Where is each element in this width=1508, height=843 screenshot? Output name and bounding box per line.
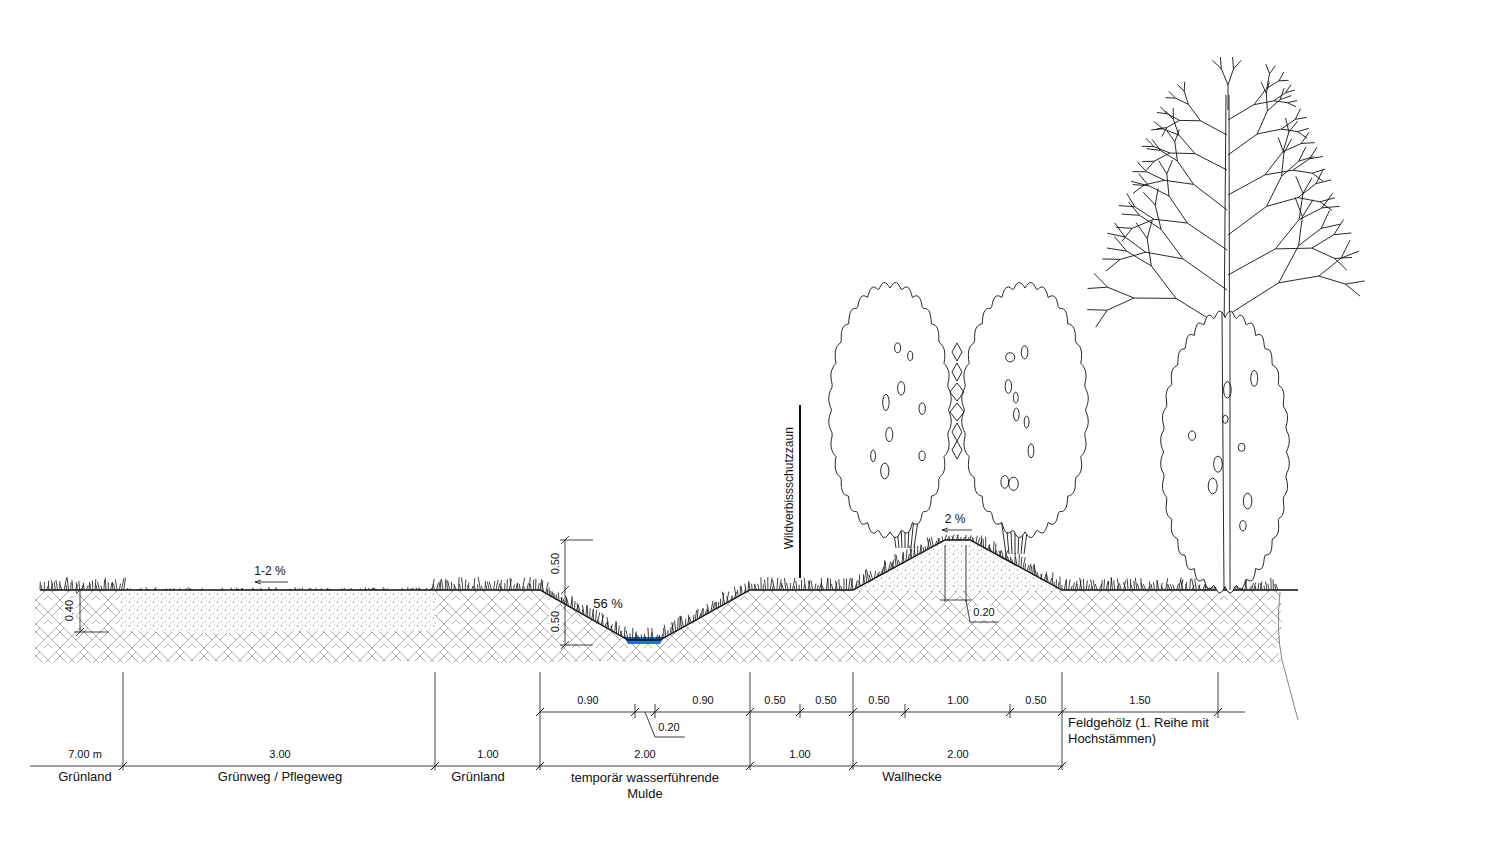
leaf-spot bbox=[919, 451, 925, 461]
dimension-label: 0.90 bbox=[577, 694, 598, 707]
dimension-lines bbox=[30, 672, 1245, 770]
dimension-label: 1.00 bbox=[947, 694, 968, 707]
grass bbox=[40, 534, 1278, 640]
shrub-crown bbox=[829, 283, 951, 538]
dimension-label: 1.00 bbox=[789, 748, 810, 761]
zone-label: temporär wasserführende Mulde bbox=[553, 770, 738, 801]
dimension-label: 2.00 bbox=[947, 748, 968, 761]
leaf-spot bbox=[908, 351, 913, 360]
shrub-crown bbox=[962, 283, 1088, 538]
shrub-crown bbox=[1161, 311, 1290, 593]
leaf-spot bbox=[1240, 521, 1246, 531]
break-line bbox=[1278, 592, 1298, 720]
dimension-label: 0.50 bbox=[764, 694, 785, 707]
leaf-spot bbox=[1014, 408, 1020, 421]
dimension-label: 2.00 bbox=[634, 748, 655, 761]
leaf-spot bbox=[1005, 380, 1011, 394]
leaf-spot bbox=[886, 427, 893, 441]
dimension-ticks bbox=[119, 708, 1222, 770]
grass-strokes bbox=[40, 534, 1278, 640]
zone-label: Feldgehölz (1. Reihe mit Hochstämmen) bbox=[1068, 715, 1248, 746]
leaf-spot bbox=[1006, 353, 1015, 362]
dimension-label: 0.50 bbox=[815, 694, 836, 707]
leaf-spot bbox=[1214, 456, 1223, 472]
leaf-spot bbox=[1021, 346, 1028, 359]
soil-hatch bbox=[35, 540, 1282, 663]
dimension-label: 3.00 bbox=[269, 748, 290, 761]
leaf-spot bbox=[895, 343, 901, 353]
slope-label: 1-2 % bbox=[254, 564, 285, 578]
ground-line bbox=[40, 540, 1298, 640]
zone-label: Wallhecke bbox=[882, 769, 941, 785]
leaf-spot bbox=[1251, 370, 1258, 386]
dimension-label: 0.50 bbox=[549, 609, 562, 634]
dimension-label: 0.50 bbox=[868, 694, 889, 707]
leaf-spot bbox=[883, 394, 889, 410]
dimension-label: 0.90 bbox=[692, 694, 713, 707]
zone-label: Grünland bbox=[451, 769, 504, 785]
hedge-ornament bbox=[950, 343, 964, 459]
dimension-label: 0.20 bbox=[658, 721, 679, 734]
vertical-dimensions bbox=[74, 536, 998, 649]
leaf-spot bbox=[1208, 478, 1217, 494]
dimension-label: 0.50 bbox=[1025, 694, 1046, 707]
fence-label: Wildverbissschutzzaun bbox=[782, 427, 796, 549]
dimension-label: 1.00 bbox=[477, 748, 498, 761]
dimension-label: 1.50 bbox=[1129, 694, 1150, 707]
plants bbox=[829, 57, 1365, 593]
leaf-spot bbox=[1028, 444, 1034, 458]
slope-label: 2 % bbox=[945, 512, 966, 526]
zone-label: Grünweg / Pflegeweg bbox=[218, 769, 342, 785]
fence bbox=[799, 405, 801, 578]
dimension-label: 7.00 m bbox=[68, 748, 102, 761]
leaf-spot bbox=[1013, 392, 1018, 403]
leaf-spot bbox=[1024, 416, 1029, 428]
slope-arrow bbox=[942, 528, 972, 532]
slope-label: 56 % bbox=[593, 596, 623, 612]
leaf-spot bbox=[919, 403, 925, 415]
leaf-spot bbox=[1001, 476, 1009, 489]
tick-marks bbox=[119, 708, 1222, 770]
tree-trunk bbox=[1222, 312, 1230, 590]
leaf-spot bbox=[898, 382, 905, 396]
leaf-spot bbox=[881, 463, 889, 479]
dimension-label: 0.50 bbox=[549, 553, 562, 574]
dimension-label: 0.40 bbox=[63, 598, 76, 623]
dimension-label: 0.20 bbox=[971, 606, 996, 619]
leaf-spot bbox=[1189, 431, 1196, 440]
leaf-spot bbox=[1238, 443, 1245, 451]
leaf-spot bbox=[1223, 415, 1229, 423]
leaf-spot bbox=[871, 450, 876, 462]
path-gravel bbox=[120, 591, 435, 633]
slope-arrow bbox=[255, 580, 288, 584]
zone-label: Grünland bbox=[58, 769, 111, 785]
leaf-spot bbox=[1243, 493, 1252, 509]
leaf-spot bbox=[1009, 477, 1019, 490]
